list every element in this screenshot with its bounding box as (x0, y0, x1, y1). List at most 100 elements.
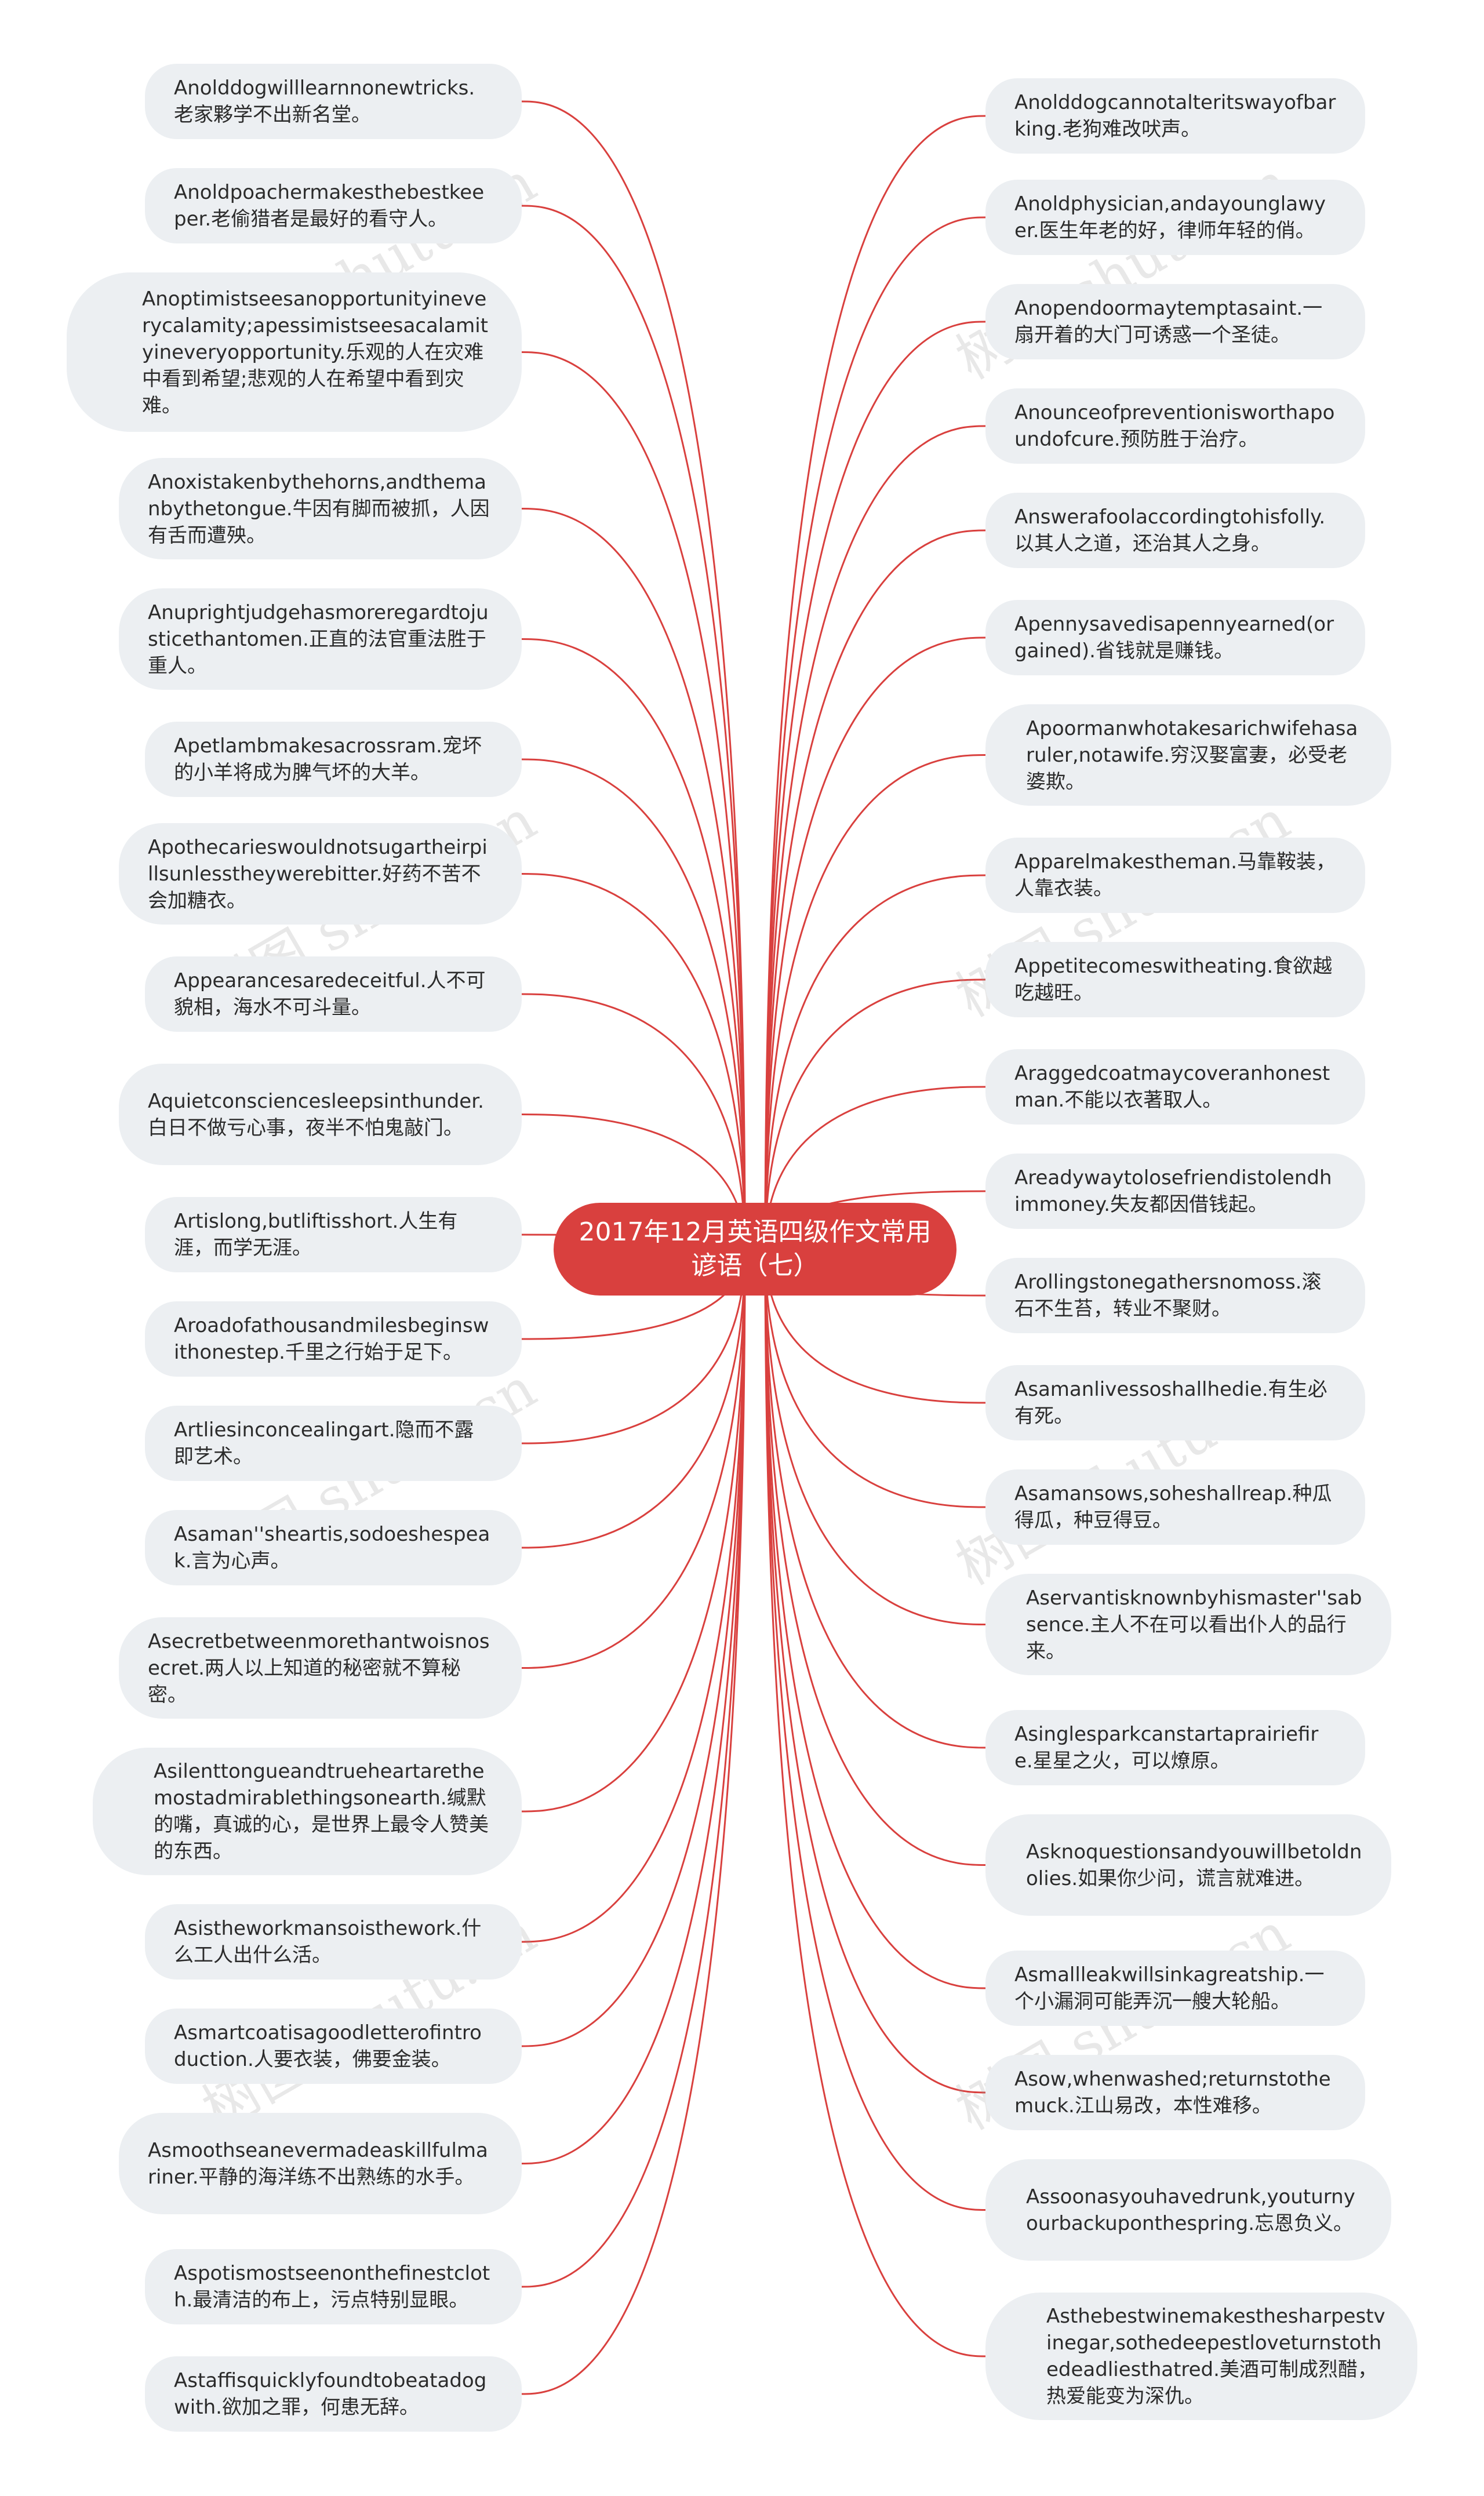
node-text: Asmoothseanevermadeaskillfulmariner.平静的海… (148, 2138, 488, 2189)
node-text: Aspotismostseenonthefinestcloth.最清洁的布上，污… (174, 2262, 490, 2312)
node-text: Asow,whenwashed;returnstothemuck.江山易改，本性… (1014, 2068, 1331, 2117)
left-node[interactable]: Artliesinconcealingart.隐而不露即艺术。 (145, 1406, 522, 1481)
right-connector-18 (764, 1249, 986, 2094)
node-text: Anolddogcannotalteritswayofbarking.老狗难改吠… (1014, 91, 1336, 141)
right-node[interactable]: Areadywaytolosefriendistolendhimmoney.失友… (985, 1154, 1365, 1229)
left-node[interactable]: Appearancesaredeceitful.人不可貌相，海水不可斗量。 (145, 956, 522, 1032)
right-node[interactable]: Arollingstonegathersnomoss.滚石不生苔，转业不聚财。 (985, 1258, 1365, 1333)
left-node[interactable]: Aspotismostseenonthefinestcloth.最清洁的布上，污… (145, 2249, 522, 2324)
right-connector-15 (764, 1249, 986, 1749)
left-node[interactable]: Aroadofathousandmilesbeginswithonestep.千… (145, 1301, 522, 1377)
right-connector-7 (764, 874, 986, 1250)
left-connector-1 (521, 205, 746, 1250)
right-node[interactable]: Asknoquestionsandyouwillbetoldnolies.如果你… (985, 1814, 1391, 1916)
center-topic[interactable]: 2017年12月英语四级作文常用谚语（七） (554, 1203, 956, 1296)
left-node[interactable]: Asmartcoatisagoodletterofintroduction.人要… (145, 2009, 522, 2084)
node-text: Anopendoormaytemptasaint.一扇开着的大门可诱惑一个圣徒。 (1014, 297, 1323, 347)
node-text: Artislong,butliftisshort.人生有涯，而学无涯。 (174, 1210, 458, 1260)
right-connector-16 (764, 1249, 986, 1866)
node-text: Asaman''sheartis,sodoeshespeak.言为心声。 (174, 1523, 490, 1573)
node-text: Anoptimistseesanopportunityineverycalami… (142, 287, 489, 417)
right-node[interactable]: Asamanlivessoshallhedie.有生必有死。 (985, 1365, 1365, 1440)
right-node[interactable]: Anopendoormaytemptasaint.一扇开着的大门可诱惑一个圣徒。 (985, 284, 1365, 359)
node-text: Asamansows,soheshallreap.种瓜得瓜，种豆得豆。 (1014, 1482, 1332, 1532)
left-node[interactable]: Aquietconsciencesleepsinthunder.白日不做亏心事，… (119, 1064, 522, 1165)
node-text: Asinglesparkcanstartaprairiefire.星星之火，可以… (1014, 1723, 1319, 1773)
right-node[interactable]: Appetitecomeswitheating.食欲越吃越旺。 (985, 942, 1365, 1017)
left-connector-12 (521, 1249, 746, 1549)
left-node[interactable]: Apetlambmakesacrossram.宠坏的小羊将成为脾气坏的大羊。 (145, 722, 522, 797)
node-text: Apoormanwhotakesarichwifehasaruler,notaw… (1026, 716, 1358, 794)
right-node[interactable]: Aservantisknownbyhismaster''sabsence.主人不… (985, 1574, 1391, 1675)
right-connector-8 (764, 978, 986, 1250)
right-node[interactable]: Apparelmakestheman.马靠鞍装，人靠衣装。 (985, 838, 1365, 913)
left-connector-18 (521, 1249, 746, 2288)
right-node[interactable]: Anolddogcannotalteritswayofbarking.老狗难改吠… (985, 78, 1365, 154)
right-connector-20 (764, 1249, 986, 2357)
right-node[interactable]: Asinglesparkcanstartaprairiefire.星星之火，可以… (985, 1710, 1365, 1785)
node-text: Anoxistakenbythehorns,andthemanbythetong… (148, 470, 490, 547)
right-connector-13 (764, 1249, 986, 1508)
left-connector-11 (521, 1249, 746, 1445)
left-node[interactable]: Asistheworkmansoisthework.什么工人出什么活。 (145, 1904, 522, 1980)
right-connector-2 (764, 321, 986, 1250)
left-connector-19 (521, 1249, 746, 2395)
left-connector-4 (521, 638, 746, 1250)
right-node[interactable]: Anoldphysician,andayounglawyer.医生年老的好，律师… (985, 180, 1365, 255)
node-text: Asistheworkmansoisthework.什么工人出什么活。 (174, 1917, 482, 1967)
right-node[interactable]: Apennysavedisapennyearned(orgained).省钱就是… (985, 600, 1365, 675)
right-node[interactable]: Anounceofpreventionisworthapoundofcure.预… (985, 388, 1365, 464)
left-node[interactable]: Asecretbetweenmorethantwoisnosecret.两人以上… (119, 1617, 522, 1719)
left-connector-14 (521, 1249, 746, 1813)
node-text: Anoldpoachermakesthebestkeeper.老偷猎者是最好的看… (174, 181, 485, 231)
left-node[interactable]: Asaman''sheartis,sodoeshespeak.言为心声。 (145, 1510, 522, 1585)
right-node[interactable]: Assoonasyouhavedrunk,youturnyourbackupon… (985, 2159, 1391, 2261)
node-text: Appearancesaredeceitful.人不可貌相，海水不可斗量。 (174, 969, 486, 1019)
node-text: Anoldphysician,andayounglawyer.医生年老的好，律师… (1014, 192, 1326, 242)
node-text: Answerafoolaccordingtohisfolly.以其人之道，还治其… (1014, 505, 1326, 555)
center-topic-title: 2017年12月英语四级作文常用谚语（七） (579, 1217, 932, 1280)
right-node[interactable]: Apoormanwhotakesarichwifehasaruler,notaw… (985, 704, 1391, 806)
right-node[interactable]: Araggedcoatmaycoveranhonestman.不能以衣著取人。 (985, 1049, 1365, 1125)
node-text: Apparelmakestheman.马靠鞍装，人靠衣装。 (1014, 850, 1336, 900)
right-node[interactable]: Answerafoolaccordingtohisfolly.以其人之道，还治其… (985, 493, 1365, 568)
left-node[interactable]: Asilenttongueandtrueheartarethemostadmir… (93, 1748, 522, 1875)
right-connector-3 (764, 425, 986, 1250)
right-node[interactable]: Asthebestwinemakesthesharpestvinegar,sot… (985, 2293, 1417, 2420)
node-text: Anounceofpreventionisworthapoundofcure.预… (1014, 401, 1335, 451)
node-text: Aroadofathousandmilesbeginswithonestep.千… (174, 1314, 489, 1364)
left-connector-7 (521, 993, 746, 1250)
left-node[interactable]: Artislong,butliftisshort.人生有涯，而学无涯。 (145, 1197, 522, 1272)
right-node[interactable]: Asamansows,soheshallreap.种瓜得瓜，种豆得豆。 (985, 1469, 1365, 1545)
right-connector-14 (764, 1249, 986, 1625)
node-text: Asmartcoatisagoodletterofintroduction.人要… (174, 2021, 482, 2071)
node-text: Anolddogwilllearnnonewtricks.老家夥学不出新名堂。 (174, 77, 475, 126)
left-node[interactable]: Anuprightjudgehasmoreregardtojusticethan… (119, 588, 522, 690)
node-text: Asmallleakwillsinkagreatship.一个小漏洞可能弄沉一艘… (1014, 1963, 1325, 2013)
right-node[interactable]: Asow,whenwashed;returnstothemuck.江山易改，本性… (985, 2055, 1365, 2130)
node-text: Asecretbetweenmorethantwoisnosecret.两人以上… (148, 1629, 490, 1707)
left-connector-16 (521, 1249, 746, 2047)
node-text: Asilenttongueandtrueheartarethemostadmir… (154, 1760, 489, 1863)
node-text: Araggedcoatmaycoveranhonestman.不能以衣著取人。 (1014, 1062, 1330, 1112)
left-node[interactable]: Anoldpoachermakesthebestkeeper.老偷猎者是最好的看… (145, 168, 522, 243)
right-connector-9 (764, 1086, 986, 1250)
right-connector-0 (764, 115, 986, 1250)
left-node[interactable]: Apothecarieswouldnotsugartheirpillsunles… (119, 823, 522, 925)
node-text: Apothecarieswouldnotsugartheirpillsunles… (148, 835, 488, 912)
right-node[interactable]: Asmallleakwillsinkagreatship.一个小漏洞可能弄沉一艘… (985, 1951, 1365, 2026)
right-connector-17 (764, 1249, 986, 1989)
left-node[interactable]: Anoptimistseesanopportunityineverycalami… (67, 272, 522, 432)
left-connector-5 (521, 758, 746, 1250)
node-text: Appetitecomeswitheating.食欲越吃越旺。 (1014, 955, 1333, 1005)
left-connector-8 (521, 1114, 746, 1250)
left-node[interactable]: Asmoothseanevermadeaskillfulmariner.平静的海… (119, 2113, 522, 2214)
left-node[interactable]: Anoxistakenbythehorns,andthemanbythetong… (119, 458, 522, 559)
left-connector-13 (521, 1249, 746, 1669)
left-connector-17 (521, 1249, 746, 2164)
left-connector-2 (521, 351, 746, 1250)
left-node[interactable]: Anolddogwilllearnnonewtricks.老家夥学不出新名堂。 (145, 64, 522, 139)
left-node[interactable]: Astaffisquicklyfoundtobeatadogwith.欲加之罪，… (145, 2356, 522, 2432)
right-connector-5 (764, 636, 986, 1250)
